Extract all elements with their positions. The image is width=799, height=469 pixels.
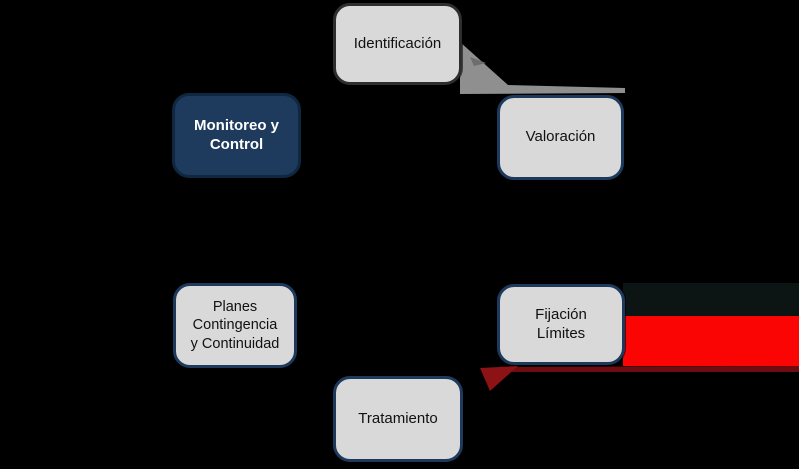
node-planes-contingencia: Planes Contingencia y Continuidad — [173, 283, 297, 368]
red-arrow-underline — [500, 366, 799, 372]
node-monitoreo-y-control: Monitoreo y Control — [172, 93, 301, 178]
red-arrow-upper-shade — [623, 283, 799, 317]
shadow-arrow-inner-notch — [470, 57, 486, 66]
red-arrow-body — [623, 316, 799, 366]
shadow-arrow-identificacion-to-valoracion — [460, 42, 625, 94]
node-valoracion: Valoración — [497, 95, 624, 180]
node-planes-label-line3: y Continuidad — [190, 335, 280, 352]
node-fijacion-label-line1: Fijación — [535, 305, 587, 323]
red-arrow-head — [480, 366, 518, 391]
node-monitoreo-label-line2: Control — [209, 135, 264, 153]
node-identificacion: Identificación — [333, 3, 462, 85]
node-planes-label-line1: Planes — [212, 299, 258, 316]
node-valoracion-label: Valoración — [525, 128, 596, 146]
node-tratamiento: Tratamiento — [333, 376, 463, 462]
node-fijacion-limites: Fijación Límites — [497, 284, 625, 365]
node-monitoreo-label-line1: Monitoreo y — [194, 116, 279, 134]
node-tratamiento-label: Tratamiento — [358, 409, 438, 427]
node-planes-label-line2: Contingencia — [192, 317, 278, 334]
node-identificacion-label: Identificación — [353, 34, 442, 52]
node-fijacion-label-line2: Límites — [536, 324, 586, 342]
